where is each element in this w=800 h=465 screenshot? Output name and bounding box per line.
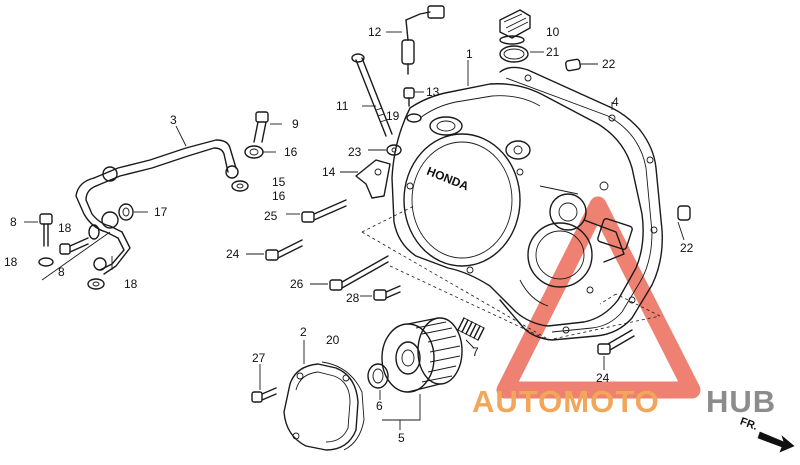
bolt-25 [301, 199, 347, 223]
callout-18-lower: 18 [124, 277, 138, 291]
watermark-hub: HUB [706, 384, 776, 419]
small-bolt-13 [403, 87, 415, 107]
filter-spring [457, 317, 485, 341]
callout-2: 2 [300, 325, 307, 339]
callout-22-right: 22 [680, 241, 694, 255]
banjo-bolt-9 [253, 111, 269, 143]
honda-stamp: HONDA [425, 164, 471, 194]
callout-20: 20 [326, 333, 340, 347]
bolt-8-left [39, 213, 53, 247]
callout-18-center: 18 [58, 221, 72, 235]
callout-16-upper: 16 [284, 145, 298, 159]
bolt-26 [329, 255, 389, 291]
callout-9: 9 [292, 117, 299, 131]
callout-21: 21 [546, 45, 560, 59]
callout-10: 10 [546, 25, 560, 39]
watermark-automoto: AUTOMOTO [472, 384, 660, 419]
callout-19: 19 [386, 109, 400, 123]
callout-11: 11 [336, 99, 349, 113]
callout-4: 4 [612, 95, 619, 109]
callout-22-upper: 22 [602, 57, 616, 71]
callout-5: 5 [398, 431, 405, 445]
washer-18-lower [87, 278, 105, 290]
callout-3: 3 [170, 113, 177, 127]
callout-13: 13 [426, 85, 440, 99]
front-direction-indicator: FR. [738, 416, 795, 453]
clip-23 [386, 144, 402, 156]
callout-1: 1 [466, 47, 473, 61]
sealing-washer-16-lower [231, 180, 249, 192]
callout-8-left: 8 [10, 215, 17, 229]
alignment-lines [361, 205, 661, 341]
bolt-8-center [59, 237, 89, 255]
washer-17 [118, 203, 134, 221]
callout-27: 27 [252, 351, 266, 365]
callout-23: 23 [348, 145, 362, 159]
cable-bracket [355, 159, 391, 199]
sealing-washer-16-upper [244, 145, 264, 159]
front-arrow-icon [757, 431, 795, 453]
callout-16-lower: 16 [272, 189, 286, 203]
callout-26: 26 [290, 277, 304, 291]
washer-18-center [88, 224, 100, 240]
bolt-28 [373, 285, 401, 301]
watermark-text: AUTOMOTO HUB [472, 384, 776, 419]
callout-24-left: 24 [226, 247, 240, 261]
leader-lines [24, 31, 685, 430]
callout-24-right: 24 [596, 371, 610, 385]
callout-6: 6 [376, 399, 383, 413]
filter-cover-gasket [321, 361, 365, 451]
sensor-wire [401, 5, 445, 75]
callout-15: 15 [272, 175, 286, 189]
fr-label: FR. [738, 416, 759, 433]
bolt-27 [251, 387, 277, 403]
bolt-24-right [597, 329, 635, 355]
callout-28: 28 [346, 291, 360, 305]
cover-gasket [499, 66, 663, 341]
washer-18-left [38, 257, 54, 267]
callout-14: 14 [322, 165, 336, 179]
callout-7: 7 [472, 345, 479, 359]
callout-numbers: 1 2 3 4 5 6 7 8 8 9 10 11 12 13 14 15 16… [4, 25, 694, 445]
dowel-pin-upper [565, 58, 581, 72]
callout-8-lower: 8 [58, 265, 65, 279]
oil-filter-cover [283, 363, 359, 451]
dowel-pin-right [677, 205, 691, 221]
bolt-24-left [265, 239, 303, 261]
callout-25: 25 [264, 209, 278, 223]
o-ring [499, 45, 529, 63]
oil-filler-cap [499, 9, 531, 45]
filter-o-ring [367, 363, 389, 389]
oil-filter [381, 317, 463, 393]
oil-dipstick-rod [351, 53, 393, 137]
oil-pipe [75, 139, 239, 275]
callout-12: 12 [368, 25, 382, 39]
washer-19 [406, 113, 422, 123]
callout-18-left: 18 [4, 255, 18, 269]
callout-17: 17 [154, 205, 168, 219]
